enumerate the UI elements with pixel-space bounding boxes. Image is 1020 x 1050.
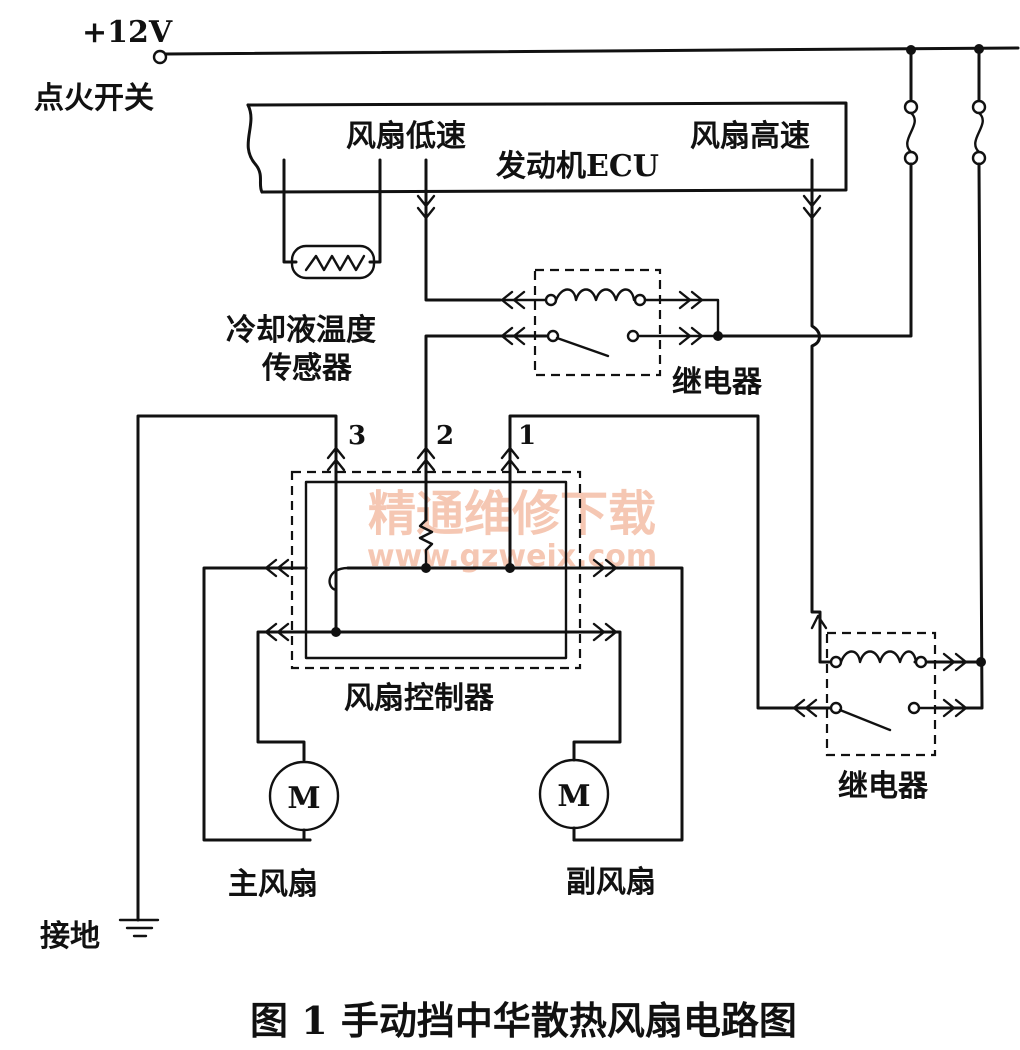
relay-top xyxy=(424,268,723,442)
main-fan-label: 主风扇 xyxy=(228,867,318,902)
sensor-label-2: 传感器 xyxy=(261,351,353,386)
pin2-label: 2 xyxy=(436,421,454,451)
fan-controller xyxy=(290,470,582,670)
aux-fan-wiring xyxy=(564,558,684,842)
main-fan-wiring xyxy=(202,558,312,842)
watermark-title: 精通维修下载 xyxy=(368,486,656,542)
low-speed-wire xyxy=(416,158,502,302)
figure-caption: 图 1 手动挡中华散热风扇电路图 xyxy=(250,998,797,1043)
relay-bottom-label: 继电器 xyxy=(838,769,929,804)
relay-bottom xyxy=(825,631,983,757)
ecu-label: 发动机ECU xyxy=(495,149,659,184)
motor-main-label: M xyxy=(287,781,320,816)
aux-fan-label: 副风扇 xyxy=(566,865,656,900)
fuse-2 xyxy=(913,99,987,710)
ground-label: 接地 xyxy=(40,919,100,954)
supply-terminal xyxy=(152,49,168,65)
fan-low-label: 风扇低速 xyxy=(346,119,466,154)
controller-label: 风扇控制器 xyxy=(344,681,495,716)
pin1-label: 1 xyxy=(518,421,536,451)
ignition-label: 点火开关 xyxy=(34,81,154,116)
sensor-label-1: 冷却液温度 xyxy=(226,313,376,348)
ecu-box xyxy=(246,101,848,194)
pin1-wire xyxy=(508,414,832,718)
motor-aux-label: M xyxy=(557,779,590,814)
main-fan-motor: M xyxy=(268,760,340,842)
supply-label: +12V xyxy=(82,15,173,50)
fuse-1 xyxy=(716,99,919,338)
relay-top-label: 继电器 xyxy=(672,365,763,400)
aux-fan-motor: M xyxy=(538,758,610,842)
coolant-sensor xyxy=(282,158,382,280)
supply-bus xyxy=(152,44,1020,102)
high-speed-wire xyxy=(802,158,832,664)
pin3-label: 3 xyxy=(348,421,366,451)
fan-high-label: 风扇高速 xyxy=(690,119,810,154)
ground-wire xyxy=(118,414,338,938)
